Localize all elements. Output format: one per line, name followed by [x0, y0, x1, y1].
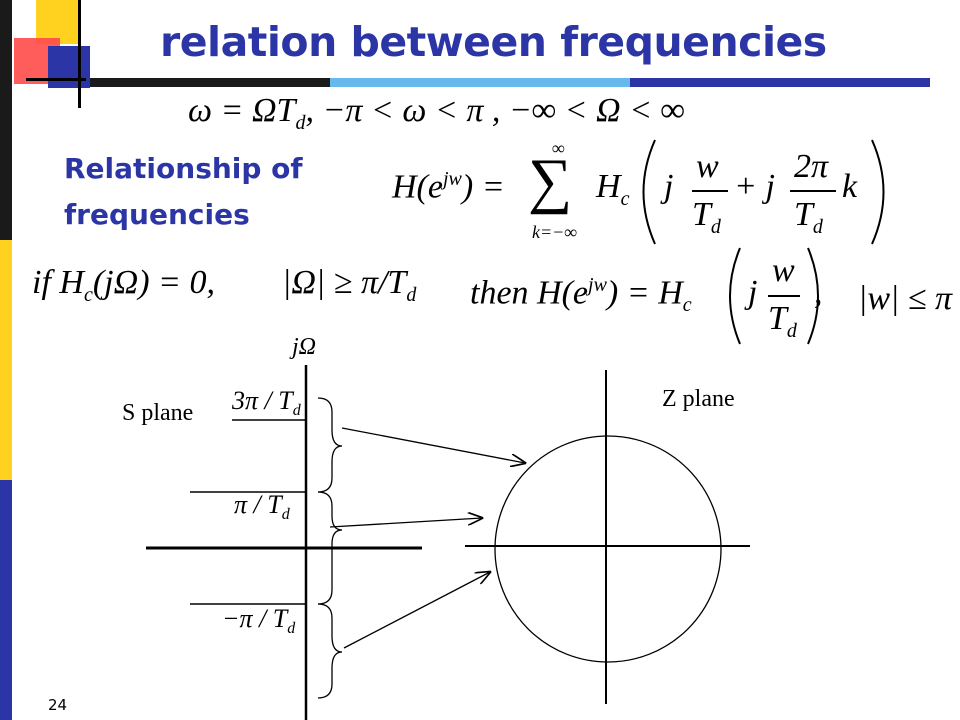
paren-close — [871, 139, 885, 245]
mapping-equation: ω = ΩTd, −π < ω < π , −∞ < Ω < ∞ — [188, 92, 685, 135]
title-underline-blue — [630, 78, 930, 87]
sum-j1: j — [664, 168, 674, 205]
logo-vertical-line — [78, 0, 81, 108]
tick-label-pi: π / Td — [234, 490, 290, 524]
arrow-middle — [329, 518, 482, 528]
tick-label-3pi: 3π / Td — [232, 386, 301, 420]
sum-k: k — [842, 168, 858, 205]
if-condition: if Hc(jΩ) = 0, — [32, 264, 215, 306]
arrow-top — [341, 427, 525, 463]
brace-middle — [317, 491, 343, 605]
slide-title: relation between frequencies — [160, 18, 827, 66]
mapping-range: , −π < ω < π , −∞ < Ω < ∞ — [305, 92, 685, 129]
arrow-bottom — [343, 572, 490, 649]
axis-label-jomega: jΩ — [292, 334, 317, 360]
mapping-sub: d — [295, 111, 306, 134]
relationship-label-line2: frequencies — [64, 198, 250, 231]
sum-2pi: 2π — [794, 148, 829, 185]
paren-open — [642, 139, 656, 245]
then-Td: Td — [768, 300, 797, 342]
paren-open-then — [729, 247, 741, 345]
brace-top — [317, 397, 343, 493]
mapping-main: ω = ΩT — [188, 92, 296, 129]
left-bar-black — [0, 0, 12, 240]
left-bar-yellow — [0, 240, 12, 480]
then-w: w — [772, 252, 795, 289]
sum-Td2: Td — [794, 196, 823, 238]
then-j: j — [748, 274, 758, 311]
sum-upper: ∞ — [552, 138, 565, 158]
sum-Hc: Hc — [596, 168, 630, 210]
sum-plus-j: + j — [734, 168, 775, 205]
sum-lower: k=−∞ — [532, 222, 578, 242]
z-plane-label: Z plane — [662, 386, 735, 412]
relationship-label-line1: Relationship of — [64, 152, 303, 185]
unit-circle — [494, 435, 722, 663]
abs-omega-condition: |Ω| ≥ π/Td — [282, 264, 417, 306]
then-eq: then H(ejw) = Hc — [470, 274, 692, 317]
page-number: 24 — [48, 696, 68, 714]
logo-square-blue — [48, 46, 90, 88]
sum-w: w — [696, 148, 719, 185]
sum-symbol: ∑ — [528, 147, 573, 215]
title-underline-dark — [90, 78, 330, 87]
s-plane-label: S plane — [122, 400, 194, 426]
logo-horizontal-line — [26, 78, 86, 81]
relationship-label: Relationship of frequencies — [64, 146, 303, 238]
title-underline-cyan — [330, 78, 630, 87]
logo-square-yellow — [36, 0, 80, 44]
brace-bottom — [317, 603, 343, 699]
sum-eq-lhs: H(ejw) = — [392, 168, 505, 206]
then-comma: , — [814, 274, 823, 311]
abs-w-condition: |w| ≤ π — [858, 280, 953, 317]
paren-close-then — [807, 247, 819, 345]
tick-label-neg-pi: −π / Td — [222, 604, 296, 638]
left-bar-blue — [0, 480, 12, 720]
sum-Td1: Td — [692, 196, 721, 238]
